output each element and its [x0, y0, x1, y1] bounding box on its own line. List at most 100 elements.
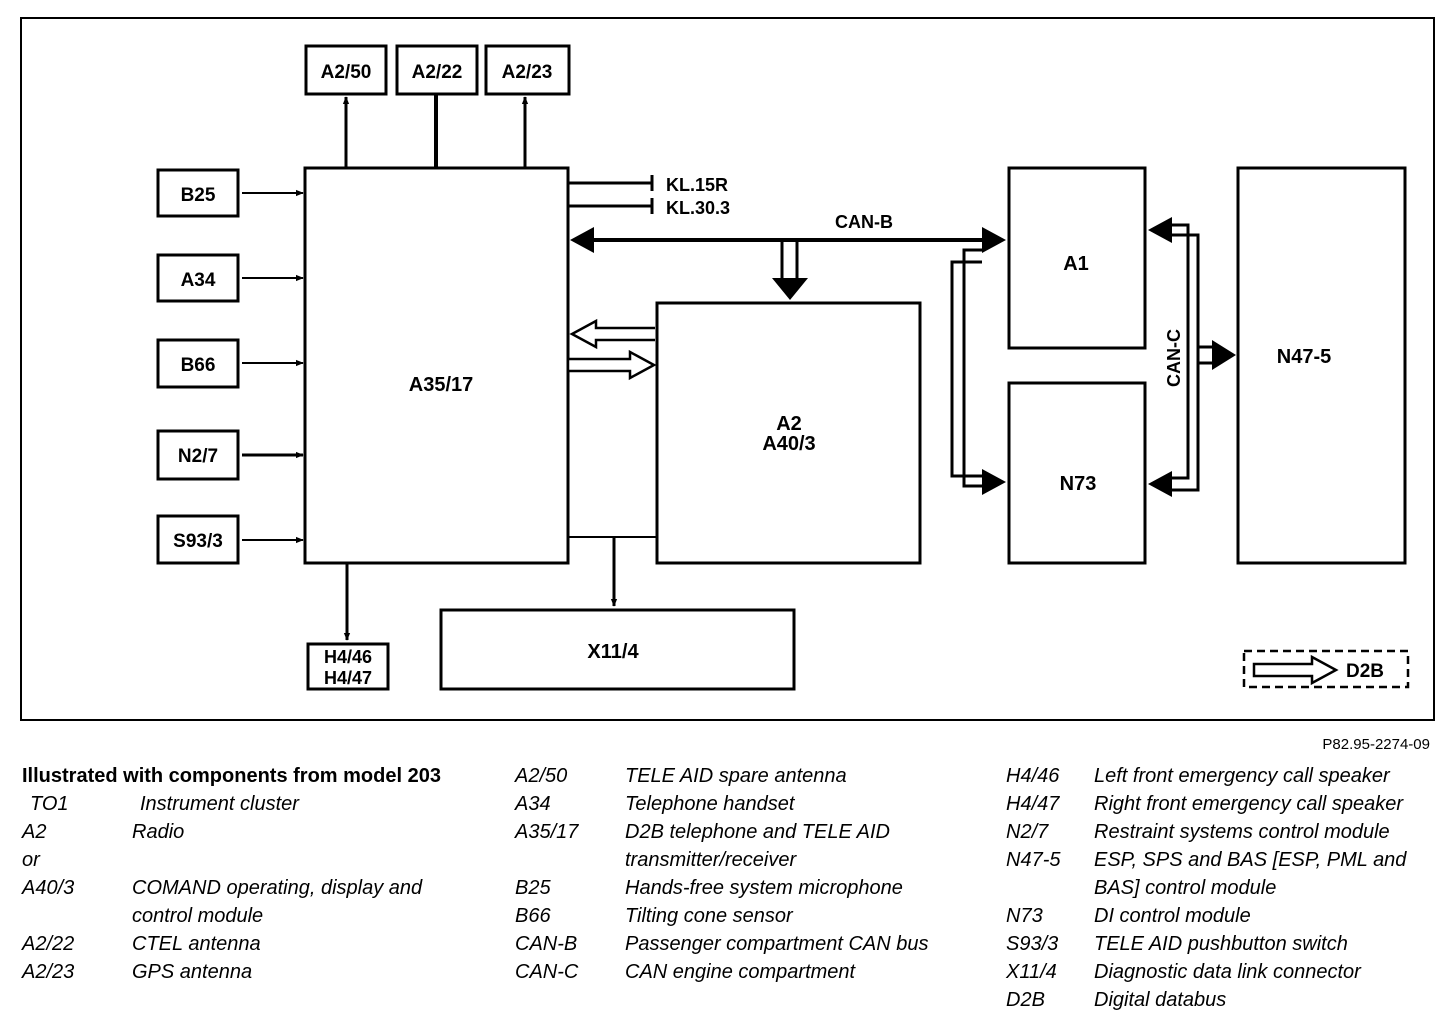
box-a2-22: A2/22	[395, 44, 479, 96]
label-a2-50: A2/50	[321, 62, 372, 83]
d2b-arrow-right	[566, 349, 657, 381]
box-s93-3: S93/3	[156, 514, 240, 565]
diagram-frame	[20, 17, 1435, 721]
box-b25: B25	[156, 168, 240, 218]
legend-code: H4/47	[1006, 793, 1060, 815]
box-h4-46-47: H4/46 H4/47	[306, 642, 390, 691]
legend-description: Diagnostic data link connector	[1094, 961, 1361, 983]
legend-description: Telephone handset	[625, 793, 795, 815]
legend-code: H4/46	[1006, 765, 1060, 787]
can-b-bus	[570, 227, 1006, 495]
legend-code: A2/22	[22, 933, 75, 955]
legend-row: H4/47 Right front emergency call speaker	[1006, 790, 1451, 818]
legend-code: S93/3	[1006, 933, 1059, 955]
can-c-bus	[1148, 217, 1236, 497]
legend-code: A35/17	[515, 821, 579, 843]
box-b66: B66	[156, 338, 240, 389]
legend-row: A35/17 D2B telephone and TELE AID transmi…	[515, 818, 985, 874]
box-a34: A34	[156, 253, 240, 303]
legend-row: CAN-C CAN engine compartment	[515, 958, 985, 986]
label-a40-3: A40/3	[762, 433, 815, 455]
legend-row: B25 Hands-free system microphone	[515, 874, 985, 902]
legend-row: B66 Tilting cone sensor	[515, 902, 985, 930]
box-a1: A1	[1007, 166, 1147, 350]
legend-code: B66	[515, 905, 551, 927]
label-a2: A2	[776, 413, 802, 435]
box-a2-23: A2/23	[484, 44, 571, 96]
legend-description: Tilting cone sensor	[625, 905, 793, 927]
box-n2-7: N2/7	[156, 429, 240, 481]
label-b25: B25	[181, 185, 216, 206]
legend-description: Passenger compartment CAN bus	[625, 933, 929, 955]
legend-code: or	[22, 849, 40, 871]
legend-row: X11/4 Diagnostic data link connector	[1006, 958, 1451, 986]
label-n47-5: N47-5	[1277, 346, 1331, 368]
label-kl15r: KL.15R	[666, 175, 728, 195]
legend-code: A40/3	[22, 877, 75, 899]
legend-code: TO1	[30, 793, 69, 815]
legend-description: TELE AID spare antenna	[625, 765, 847, 787]
box-n73: N73	[1007, 381, 1147, 565]
d2b-key: D2B	[1242, 649, 1410, 689]
legend-row: A2/22 CTEL antenna	[22, 930, 472, 958]
label-a35-17: A35/17	[409, 374, 474, 396]
label-x11-4: X11/4	[587, 641, 639, 663]
legend-description: CAN engine compartment	[625, 961, 856, 983]
box-a2-a40-3: A2 A40/3	[655, 301, 922, 565]
legend-code: CAN-B	[515, 933, 578, 955]
wiring-block-diagram: A2/50 A2/22 A2/23 B25 A34 B66 N2/7 S93/3	[20, 17, 1435, 721]
legend-row: N2/7 Restraint systems control module	[1006, 818, 1451, 846]
d2b-arrow-left	[569, 318, 655, 350]
legend-description: Hands-free system microphone	[625, 877, 903, 899]
legend-description: GPS antenna	[132, 961, 253, 983]
legend-row: CAN-B Passenger compartment CAN bus	[515, 930, 985, 958]
legend-code: A2/23	[22, 961, 75, 983]
label-a34: A34	[181, 270, 216, 291]
legend-row: A2 Radio	[22, 818, 472, 846]
label-h4-46: H4/46	[324, 647, 372, 667]
label-n73: N73	[1060, 473, 1097, 495]
label-a2-23: A2/23	[502, 62, 553, 83]
box-n47-5: N47-5	[1236, 166, 1407, 565]
label-s93-3: S93/3	[173, 531, 223, 552]
legend-code: N73	[1006, 905, 1043, 927]
legend-code: B25	[515, 877, 551, 899]
label-h4-47: H4/47	[324, 668, 372, 688]
legend-code: CAN-C	[515, 961, 579, 983]
legend-description: Radio	[132, 821, 185, 843]
legend-description: D2B telephone and TELE AID transmitter/r…	[625, 821, 890, 871]
label-can-b: CAN-B	[835, 212, 893, 232]
legend-code: N47-5	[1006, 849, 1061, 871]
legend-description: CTEL antenna	[132, 933, 261, 955]
legend-row: A40/3 COMAND operating, display and contr…	[22, 874, 472, 930]
legend-intro: Illustrated with components from model 2…	[22, 765, 441, 787]
legend-description: Right front emergency call speaker	[1094, 793, 1404, 815]
box-a2-50: A2/50	[304, 44, 388, 96]
legend-description: Left front emergency call speaker	[1094, 765, 1390, 787]
legend-code: X11/4	[1006, 961, 1057, 983]
box-a35-17: A35/17	[303, 166, 570, 565]
label-can-c: CAN-C	[1164, 329, 1184, 387]
legend-row: or	[22, 846, 472, 874]
legend-column-1: Illustrated with components from model 2…	[22, 762, 472, 986]
legend-description: Restraint systems control module	[1094, 821, 1390, 843]
label-kl303: KL.30.3	[666, 198, 730, 218]
label-n2-7: N2/7	[178, 446, 218, 467]
box-x11-4: X11/4	[439, 608, 796, 691]
legend-row: A2/23 GPS antenna	[22, 958, 472, 986]
legend-description: DI control module	[1094, 905, 1251, 927]
legend-row: N73 DI control module	[1006, 902, 1451, 930]
legend-description: COMAND operating, display and control mo…	[132, 877, 423, 927]
legend-row: H4/46 Left front emergency call speaker	[1006, 762, 1451, 790]
legend-code: N2/7	[1006, 821, 1049, 843]
legend-code: D2B	[1006, 989, 1045, 1011]
label-a2-22: A2/22	[412, 62, 463, 83]
legend-code: A2	[22, 821, 47, 843]
